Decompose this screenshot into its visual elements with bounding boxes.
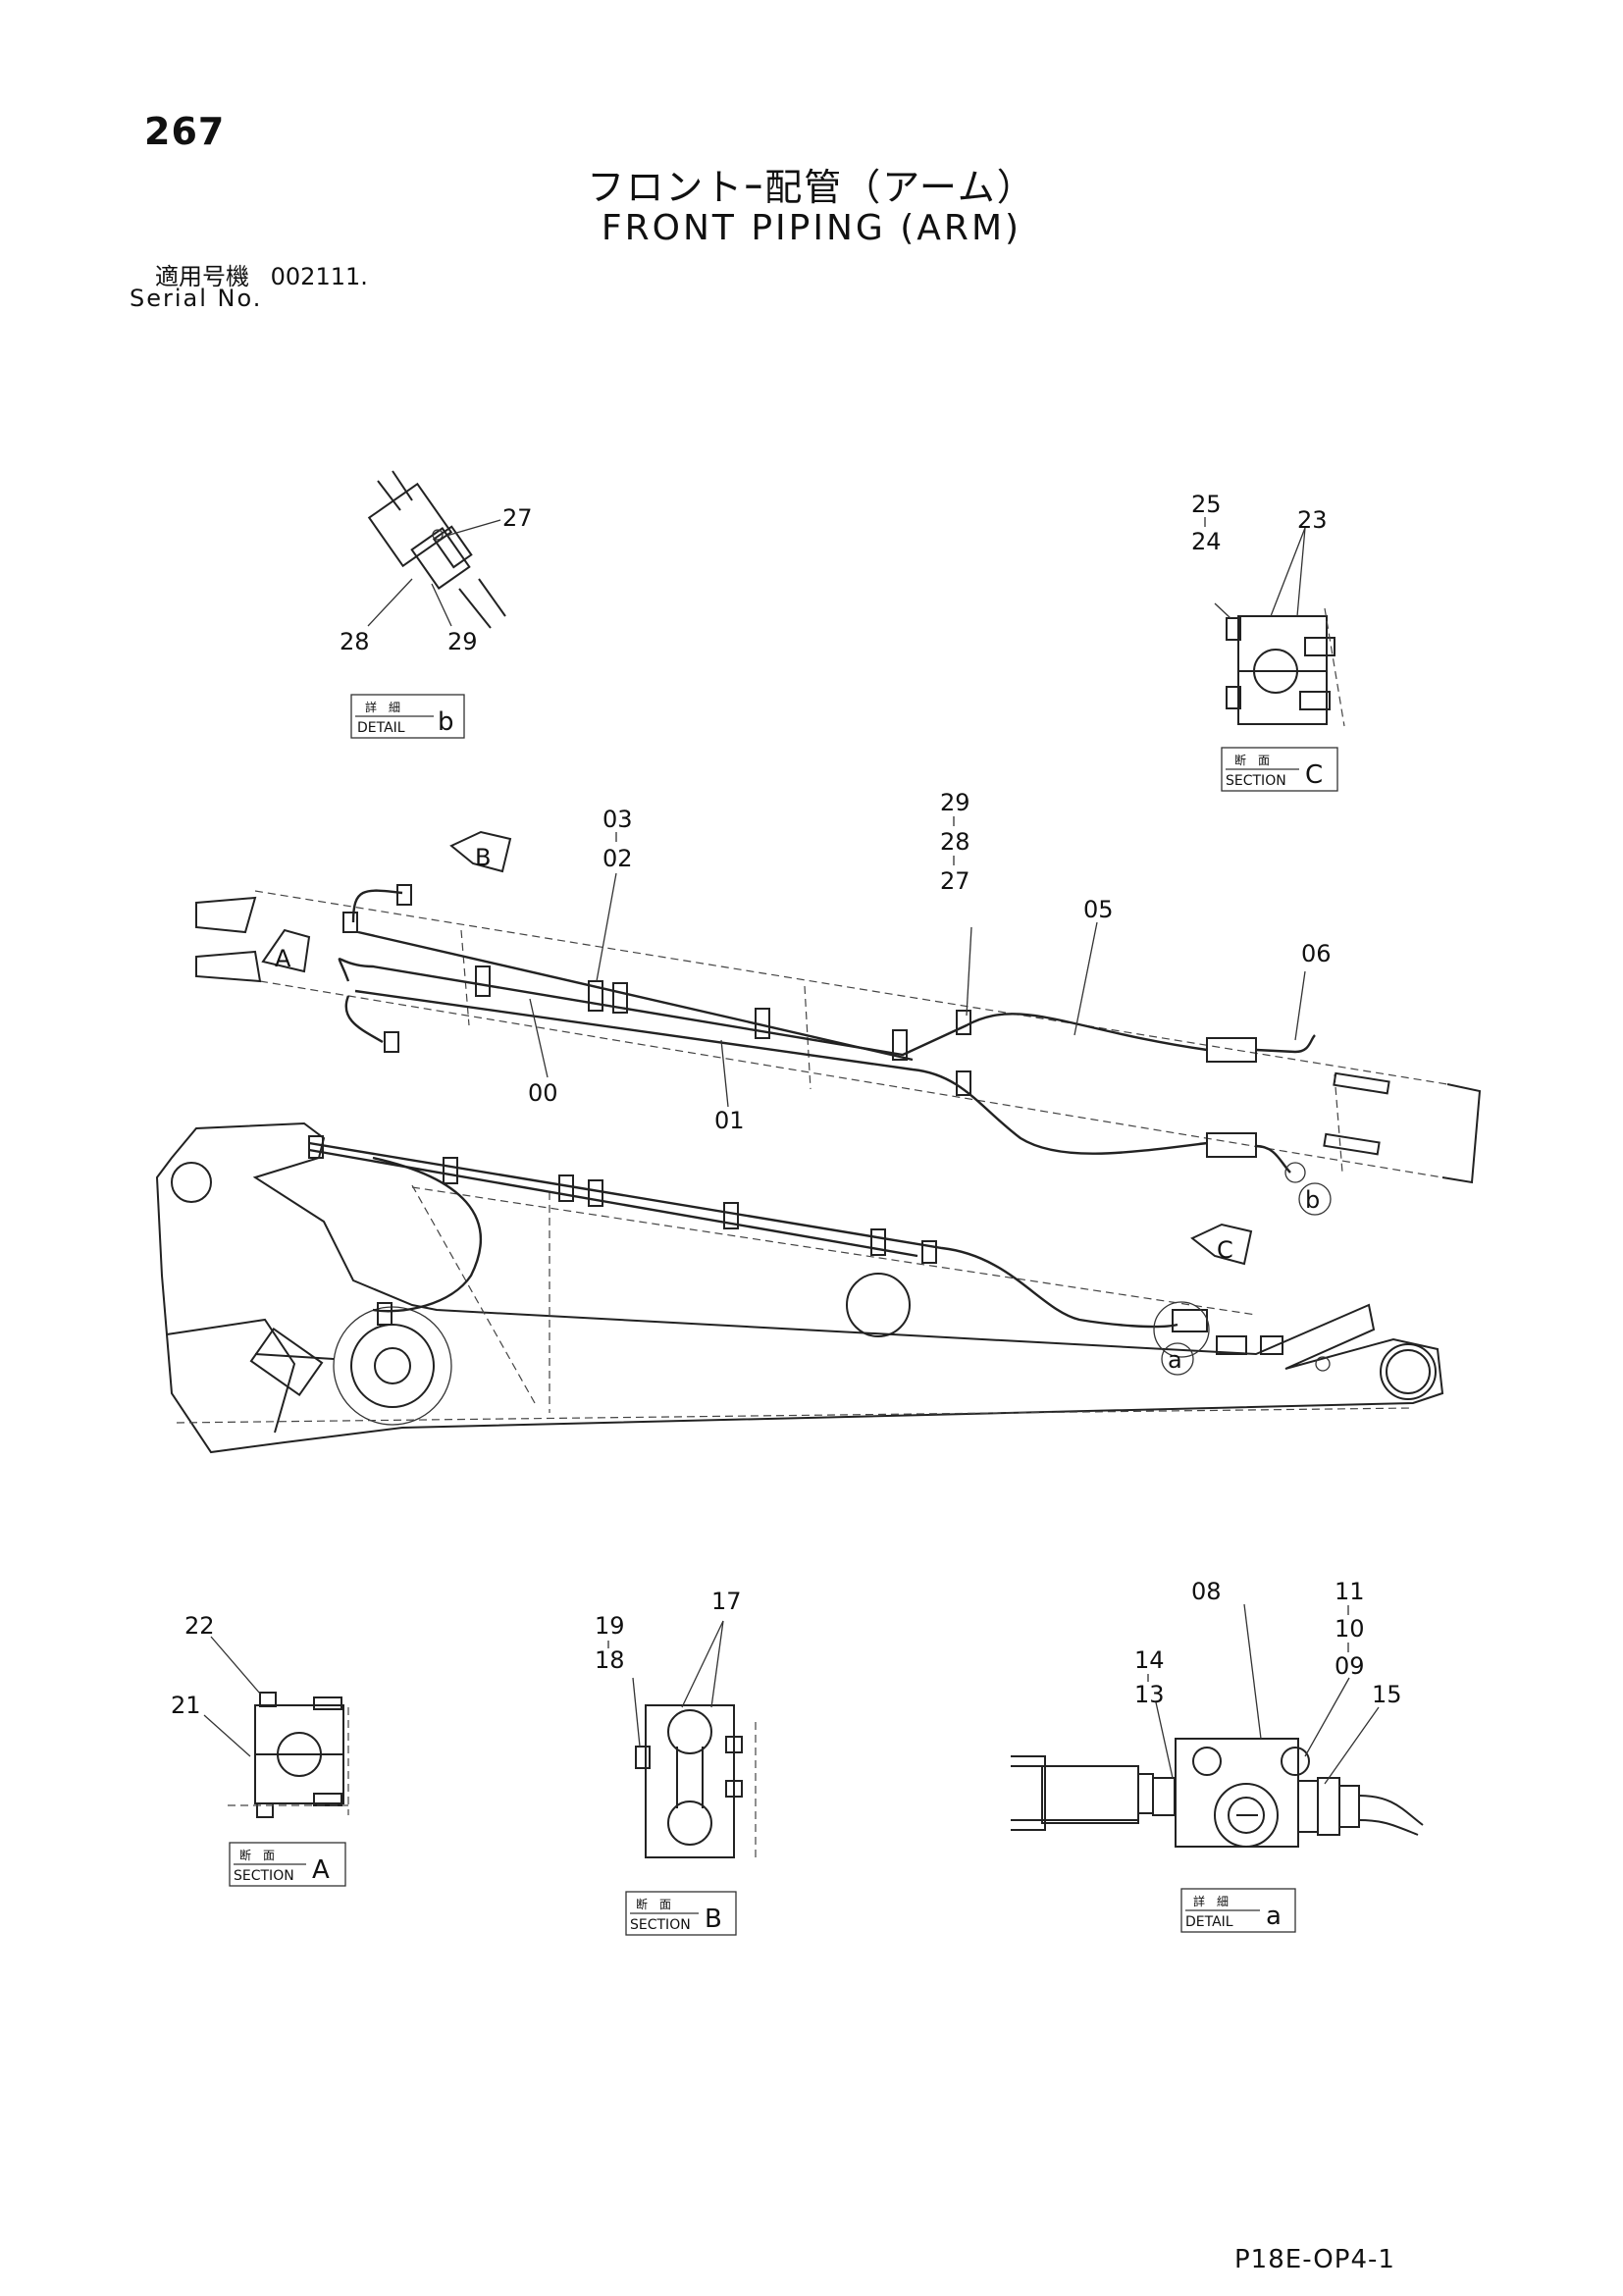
view-marker-C: C [1190,1223,1253,1266]
section-a-view: 22 21 断 面 SECTION A [171,1612,349,1887]
svg-text:A: A [312,1855,330,1885]
svg-text:詳 細: 詳 細 [1193,1894,1229,1908]
document-code: P18E-OP4-1 [1234,2245,1395,2274]
svg-text:a: a [1168,1346,1182,1374]
detail-b-callout-28: 28 [340,628,370,655]
svg-text:断 面: 断 面 [239,1848,275,1862]
section-a-callout-22: 22 [184,1612,215,1640]
svg-text:b: b [438,707,454,737]
callout-05: 05 [1083,896,1114,923]
detail-b-tag: 詳 細 DETAIL b [350,694,465,739]
section-b-callout-19: 19 [595,1612,625,1640]
callout-01: 01 [714,1107,745,1134]
section-a-tag: 断 面 SECTION A [229,1842,346,1887]
title-japanese: フロントｰ配管（アーム） [587,166,1036,209]
callout-06: 06 [1301,940,1332,967]
svg-text:断 面: 断 面 [636,1897,671,1911]
detail-a-tag: 詳 細 DETAIL a [1180,1888,1296,1933]
svg-text:SECTION: SECTION [630,1917,691,1933]
detail-a-callout-13: 13 [1134,1681,1165,1708]
section-c-callout-24: 24 [1191,528,1222,555]
svg-text:断 面: 断 面 [1234,753,1270,767]
svg-text:DETAIL: DETAIL [1185,1914,1233,1930]
section-b-tag: 断 面 SECTION B [625,1891,737,1936]
svg-text:SECTION: SECTION [1226,773,1286,789]
section-b-callout-18: 18 [595,1646,625,1674]
detail-a-callout-15: 15 [1372,1681,1402,1708]
detail-b-callout-27: 27 [502,504,533,532]
detail-ref-a: a [1153,1301,1210,1376]
svg-text:詳 細: 詳 細 [365,700,400,714]
boom-assembly [155,1122,1444,1454]
detail-a-callout-09: 09 [1335,1652,1365,1680]
callout-27: 27 [940,867,970,895]
view-marker-B: B [449,830,512,873]
callout-28: 28 [940,828,970,856]
svg-text:B: B [475,844,491,871]
detail-a-callout-11: 11 [1335,1578,1365,1605]
svg-text:B: B [705,1905,722,1934]
detail-b-callout-29: 29 [447,628,478,655]
callout-29: 29 [940,789,970,816]
svg-text:SECTION: SECTION [234,1868,294,1884]
section-a-callout-21: 21 [171,1692,201,1719]
section-c-tag: 断 面 SECTION C [1221,747,1338,792]
svg-text:C: C [1305,760,1323,790]
title-english: FRONT PIPING (ARM) [601,208,1022,248]
detail-a-callout-14: 14 [1134,1646,1165,1674]
serial-line-japanese: 適用号機 002111. [155,257,368,291]
section-c-callout-23: 23 [1297,506,1328,534]
section-c-callout-25: 25 [1191,491,1222,518]
page-number: 267 [144,110,226,153]
detail-a-view: 08 11 10 09 14 13 15 詳 細 DETAIL a [1011,1578,1424,1933]
svg-text:b: b [1305,1186,1320,1214]
serial-label-jp: 適用号機 [155,263,249,290]
svg-text:A: A [275,945,291,972]
section-b-callout-17: 17 [711,1588,742,1615]
svg-text:DETAIL: DETAIL [357,720,405,736]
detail-ref-b: b [1298,1182,1332,1216]
detail-a-callout-10: 10 [1335,1615,1365,1643]
section-b-view: 19 18 17 断 面 SECTION B [595,1588,757,1936]
svg-text:C: C [1217,1236,1233,1264]
svg-text:a: a [1266,1902,1282,1931]
detail-a-callout-08: 08 [1191,1578,1222,1605]
serial-label-english: Serial No. [130,285,263,312]
serial-value: 002111. [270,263,368,290]
view-marker-A: A [261,928,311,973]
section-c-view: 25 24 23 断 面 SECTION C [1191,491,1345,792]
detail-b-view: 27 28 29 詳 細 DETAIL b [340,470,533,739]
arm-assembly [195,872,1482,1184]
callout-02: 02 [602,845,633,872]
callout-00: 00 [528,1079,558,1107]
callout-03: 03 [602,806,633,833]
